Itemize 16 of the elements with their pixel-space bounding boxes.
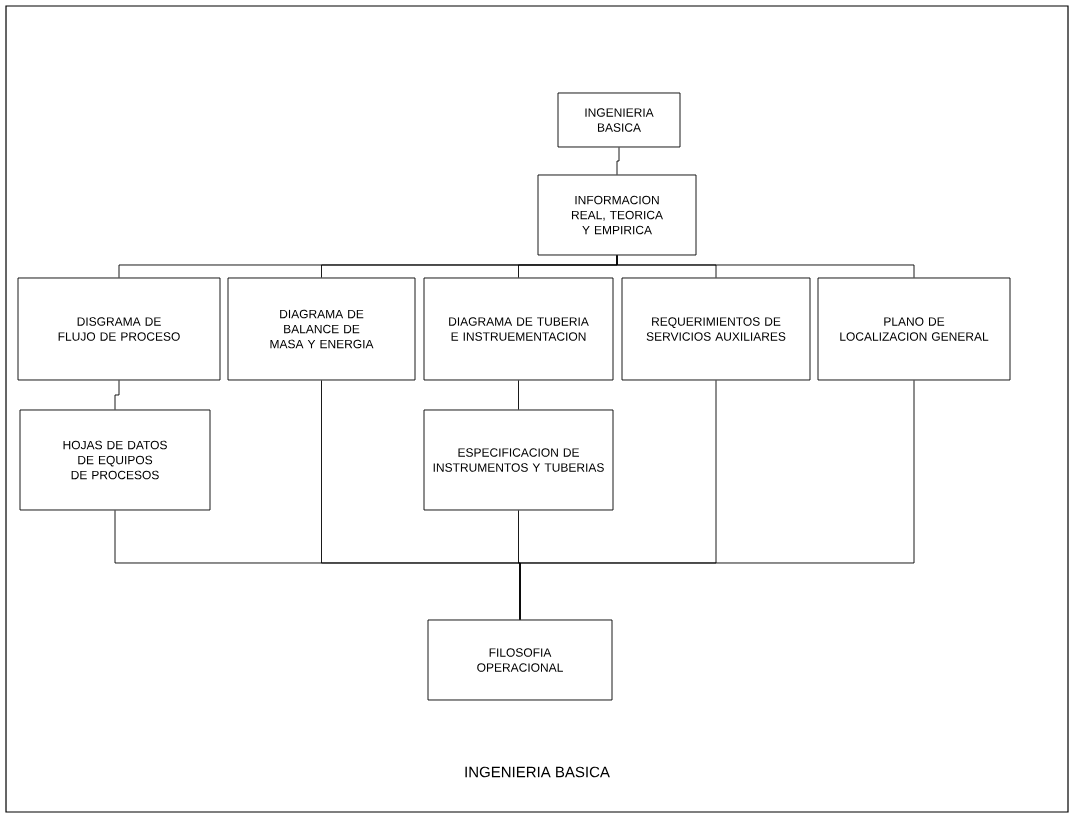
process-box: ESPECIFICACION DE INSTRUMENTOS Y TUBERIAS	[423, 409, 614, 511]
connector-line	[114, 380, 120, 410]
process-box: PLANO DE LOCALIZACION GENERAL	[817, 277, 1011, 381]
caption: INGENIERIA BASICA	[465, 766, 610, 778]
connector-line	[518, 380, 519, 410]
process-box: DISGRAMA DE FLUJO DE PROCESO	[17, 277, 221, 381]
process-box: INGENIERIA BASICA	[557, 92, 681, 148]
process-box: HOJAS DE DATOS DE EQUIPOS DE PROCESOS	[19, 409, 211, 511]
process-box: DIAGRAMA DE TUBERIA E INSTRUEMENTACION	[423, 277, 614, 381]
process-box: REQUERIMIENTOS DE SERVICIOS AUXILIARES	[621, 277, 811, 381]
connector-line	[616, 147, 620, 175]
connector-line	[519, 380, 915, 620]
process-box: INFORMACION REAL, TEORICA Y EMPIRICA	[537, 174, 697, 256]
connector-line	[616, 255, 915, 278]
process-box: DIAGRAMA DE BALANCE DE MASA Y ENERGIA	[227, 277, 416, 381]
process-box: FILOSOFIA OPERACIONAL	[427, 619, 613, 701]
